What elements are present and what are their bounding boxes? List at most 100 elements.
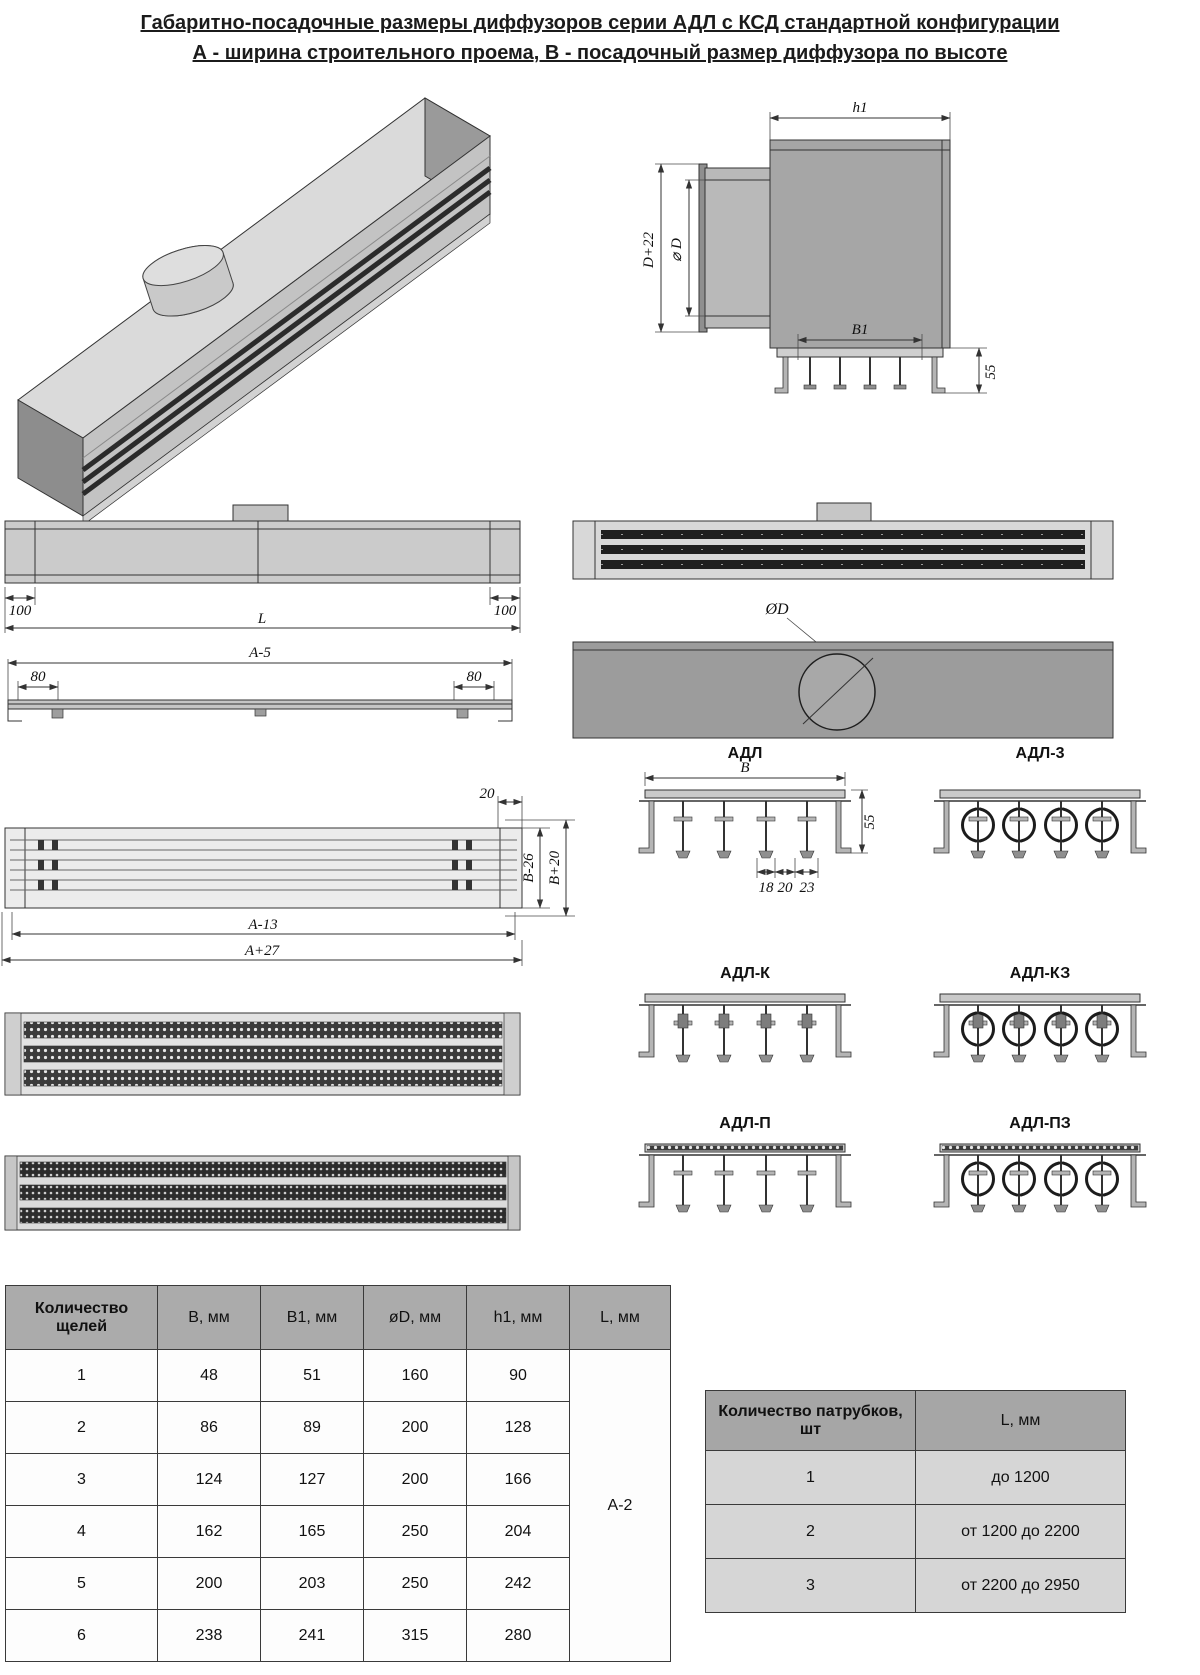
table-row: 2 от 1200 до 2200 (705, 1504, 1126, 1559)
cell: 48 (157, 1349, 261, 1402)
cell: 204 (466, 1505, 570, 1558)
top-slot-view (572, 502, 1114, 580)
cell: от 2200 до 2950 (915, 1558, 1126, 1613)
dim-80-left: 80 (31, 669, 47, 685)
header-row: Количество щелей B, мм B1, мм øD, мм h1,… (5, 1285, 671, 1350)
duct-stub (816, 502, 872, 522)
cell: 200 (157, 1557, 261, 1610)
mesh-grille-view (4, 1155, 521, 1231)
dim-100-left: 100 (9, 603, 32, 619)
duct-collar (704, 167, 771, 329)
page-title: Габаритно-посадочные размеры диффузоров … (0, 8, 1200, 68)
dim-a-plus-27: А+27 (244, 943, 281, 959)
dim-dia-d: ØD (764, 601, 789, 618)
cell: 3 (705, 1558, 916, 1613)
pipes-table-wrap: Количество патрубков, шт L, мм 1 до 1200… (705, 1390, 1126, 1613)
cell: 166 (466, 1453, 570, 1506)
page-title-line2: А - ширина строительного проема, В - пос… (192, 42, 1008, 64)
profile-label: АДЛ-П (719, 1115, 771, 1132)
rail-clip (51, 708, 64, 719)
table-row: 1 48 51 160 90 А-2 (5, 1349, 671, 1662)
table-row: 1 до 1200 (705, 1450, 1126, 1505)
dim-h1: h1 (853, 100, 868, 116)
dim-b: В (740, 760, 749, 776)
profile-section-adlk3: АДЛ-КЗ (895, 965, 1185, 1112)
dim-a-minus-5: А-5 (248, 645, 271, 661)
dim-18: 18 (759, 880, 775, 896)
cell: 3 (5, 1453, 158, 1506)
profile-label: АДЛ-К (720, 965, 770, 982)
cell: 51 (260, 1349, 364, 1402)
profile-section-adl: АДЛ В 55 18 20 23 (600, 745, 878, 896)
plenum-box (769, 139, 951, 349)
cell: 127 (260, 1453, 364, 1506)
dim-20: 20 (480, 786, 496, 802)
col-header-pipes: Количество патрубков, шт (705, 1390, 916, 1451)
perforated-row (23, 1021, 503, 1039)
dim-55-profile: 55 (862, 814, 878, 830)
col-header-b: B, мм (157, 1285, 261, 1350)
cell: 2 (705, 1504, 916, 1559)
profile-section-adlk: АДЛ-К (600, 965, 890, 1112)
duct-stub (232, 504, 289, 522)
cell: 1 (705, 1450, 916, 1505)
dim-55: 55 (983, 364, 999, 380)
isometric-view (17, 97, 492, 526)
perforated-row (23, 1045, 503, 1063)
diffuser-slot (81, 189, 492, 497)
cell: 238 (157, 1609, 261, 1662)
diffuser-slot (81, 177, 492, 485)
cell: 6 (5, 1609, 158, 1662)
diffuser-slot (81, 165, 492, 473)
dim-a-minus-13: А-13 (247, 917, 277, 933)
dim-20b: 20 (778, 880, 794, 896)
profile-label: АДЛ-3 (1016, 745, 1065, 762)
profile-section-adlp: АДЛ-П (600, 1115, 890, 1262)
section-side-view: h1 D+22 ⌀ D В1 (641, 100, 999, 394)
dim-b-plus-20: В+20 (547, 850, 563, 885)
col-header-slots: Количество щелей (5, 1285, 158, 1350)
profile-label: АДЛ-КЗ (1010, 965, 1070, 982)
dim-100-right: 100 (494, 603, 517, 619)
cell: 124 (157, 1453, 261, 1506)
back-panel-view: ØD (572, 601, 1114, 739)
perforated-row (23, 1069, 503, 1087)
front-view: 100 100 L (4, 504, 521, 633)
slot-end-blocks (38, 840, 472, 890)
mounting-profile-view: А-5 80 80 (7, 645, 513, 722)
cell: 241 (260, 1609, 364, 1662)
cell: 5 (5, 1557, 158, 1610)
table-row: 3 от 2200 до 2950 (705, 1558, 1126, 1613)
col-header-d: øD, мм (363, 1285, 467, 1350)
grille-frame (4, 827, 523, 909)
dim-b1: В1 (852, 322, 869, 338)
cell: 200 (363, 1401, 467, 1454)
table-row: 2 86 89 200 128 (5, 1401, 671, 1454)
rail-clip (456, 708, 469, 719)
profile-label: АДЛ-ПЗ (1009, 1115, 1071, 1132)
table-row: 6 238 241 315 280 (5, 1609, 671, 1662)
round-collar (142, 245, 234, 317)
cell: 1 (5, 1349, 158, 1402)
diffuser-face-bar (776, 347, 944, 358)
cell: 203 (260, 1557, 364, 1610)
mesh-row (19, 1184, 507, 1201)
profile-section-adlp3: АДЛ-ПЗ (895, 1115, 1185, 1262)
cell: 250 (363, 1557, 467, 1610)
slots-table: Количество щелей B, мм B1, мм øD, мм h1,… (5, 1285, 671, 1662)
cell: 250 (363, 1505, 467, 1558)
col-header-l: L, мм (569, 1285, 671, 1350)
perforated-grille-view (4, 1012, 521, 1096)
cell: 315 (363, 1609, 467, 1662)
rail-clip (254, 708, 267, 717)
diffuser-edge-profile (931, 356, 946, 394)
cell: 128 (466, 1401, 570, 1454)
cell: 2 (5, 1401, 158, 1454)
cell: до 1200 (915, 1450, 1126, 1505)
pipes-table: Количество патрубков, шт L, мм 1 до 1200… (705, 1390, 1126, 1613)
cell: 160 (363, 1349, 467, 1402)
diffuser-edge-profile (774, 356, 789, 394)
col-header-length: L, мм (915, 1390, 1126, 1451)
dim-L: L (257, 611, 266, 627)
